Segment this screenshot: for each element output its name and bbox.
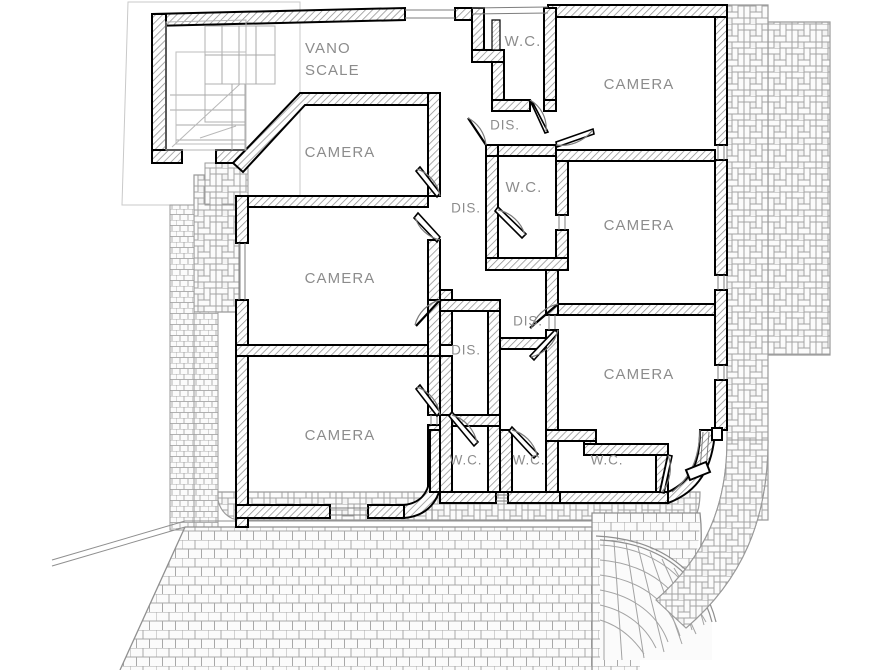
label-dis-1: DIS. [490,118,520,133]
wall-exterior-right-c [714,289,728,366]
label-vano-scale-line1: VANO [305,40,351,57]
label-dis-3: DIS. [451,343,481,358]
door-wc2 [493,205,528,240]
door-wc4 [507,425,540,460]
label-camera-2: CAMERA [305,270,376,287]
wall-wc2-right-a [555,155,569,216]
wall-top-jamb-a [454,7,473,21]
wall-wc1-step [471,49,505,63]
label-camera-6: CAMERA [604,366,675,383]
wall-bedroom2-right-a [427,239,441,301]
label-dis-2: DIS. [451,201,481,216]
wall-exterior-bottom-mid [367,504,405,519]
label-wc-2: W.C. [506,179,543,196]
wall-exterior-left-lower [235,299,249,528]
door-camera5 [529,303,559,330]
paving-walk-west-runner [169,204,195,531]
wall-wc1-left-b [491,61,505,101]
wall-exterior-right-a [714,16,728,146]
walls [151,4,728,528]
wall-wcrow-bottom-c [559,491,669,504]
door-wc5 [658,454,673,494]
wall-right-div-2 [557,303,716,316]
door-camera4 [555,127,595,149]
label-wc-1: W.C. [505,33,542,50]
wall-bedroom2-right-b [427,299,441,357]
partition-walls [491,19,501,51]
wall-wc1-bottom-a [491,99,531,112]
door-wc1 [529,99,550,134]
door-dis1-left [467,117,487,146]
wall-hall-top [439,299,501,312]
label-camera-1: CAMERA [305,144,376,161]
label-camera-4: CAMERA [604,76,675,93]
door-camera1 [414,165,442,199]
door-camera3 [414,383,441,418]
wall-wcrow-bottom-b [507,491,561,504]
partition-wc1 [491,19,501,51]
wall-wc2-bottom [485,257,569,271]
label-wc-5: W.C. [591,453,624,468]
label-camera-3: CAMERA [305,427,376,444]
wall-wc1-right [543,7,557,101]
door-camera6 [528,328,560,362]
wall-left-jamb-a [235,195,249,244]
room-labels: VANO SCALE CAMERA CAMERA CAMERA CAMERA C… [305,33,675,468]
courtyard-edge-lines [51,520,592,567]
wall-hall-left-b [439,355,453,421]
wall-wcrow-bottom-a [439,491,497,504]
doors [412,99,723,494]
door-camera2b [414,299,441,327]
wall-exterior-top-right [547,4,728,18]
label-wc-4: W.C. [513,453,546,468]
label-dis-4: DIS. [513,314,543,329]
wall-stairwell-bottom-left [151,149,183,164]
label-camera-5: CAMERA [604,217,675,234]
wall-exterior-right-d [714,379,728,431]
label-wc-3: W.C. [450,453,483,468]
wall-stairwell-left [151,13,167,164]
label-vano-scale-line2: SCALE [305,62,360,79]
wall-bedroom1-bottom [235,195,429,208]
wall-hall-left-a [439,289,453,346]
staircase [165,19,276,151]
wall-wc4-left [499,429,513,493]
wall-hall-mid-vert [487,299,501,493]
wall-bedroom2-bottom [235,344,429,357]
door-camera2 [412,211,441,244]
door-wc3 [447,410,480,448]
door-exterior-southeast [671,427,723,493]
wall-wc5-top-a [545,429,597,442]
wall-wc1-bottom-b [543,99,557,112]
wall-dis1-corner [485,144,499,157]
wall-right-div-1 [555,149,716,162]
wall-exterior-right-b [714,159,728,276]
paving-walk-west-runner-2 [193,311,219,531]
paving-terrace-east-outer [767,21,831,356]
wall-curve-bottom-right [667,429,717,505]
wall-exterior-bottom-left [235,504,331,519]
paving-curve-fill-southeast [655,439,769,629]
